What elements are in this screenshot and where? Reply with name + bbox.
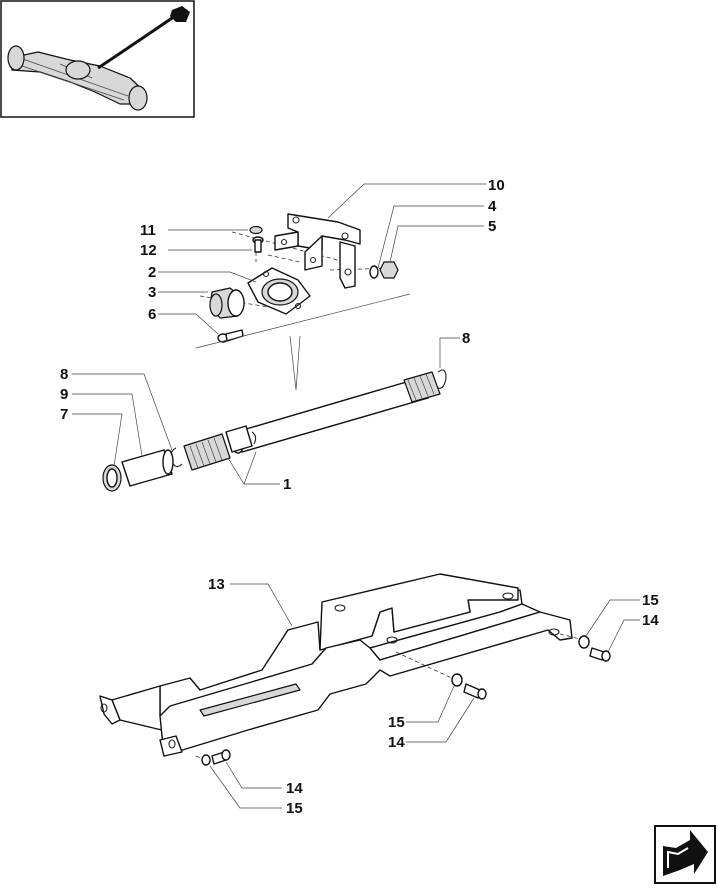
washer-part-11 <box>249 225 263 235</box>
shaft-part-1 <box>183 371 441 471</box>
washer-part-15-left <box>201 754 211 766</box>
axle-assembly-thumbnail[interactable] <box>0 0 195 118</box>
callout-3: 3 <box>148 284 156 301</box>
bolt-part-14-middle <box>463 683 487 700</box>
next-page-arrow-icon[interactable] <box>654 825 716 884</box>
washer-part-15-right <box>578 635 590 649</box>
callout-10: 10 <box>488 177 505 194</box>
bracket-part-10 <box>274 213 361 289</box>
guard-part-13 <box>99 573 585 761</box>
callout-13: 13 <box>208 576 225 593</box>
callout-12: 12 <box>140 242 157 259</box>
callout-14-middle: 14 <box>388 734 405 751</box>
callout-15-right: 15 <box>642 592 659 609</box>
shaft-assembly <box>102 369 447 492</box>
callout-14-left: 14 <box>286 780 303 797</box>
callout-2: 2 <box>148 264 156 281</box>
bolt-part-14-left <box>211 749 231 765</box>
bolt-part-12 <box>252 236 264 253</box>
leader-lines <box>72 183 640 809</box>
sleeve-part-9 <box>121 449 174 487</box>
flange-part-2 <box>247 267 311 315</box>
washer-part-15-middle <box>451 673 463 687</box>
bolt-part-6 <box>217 329 244 343</box>
bolt-part-14-right <box>589 647 611 662</box>
upper-assembly <box>195 213 411 391</box>
callout-7: 7 <box>60 406 68 423</box>
callout-labels: 10 4 5 11 12 2 3 6 8 8 9 7 1 13 15 14 15… <box>60 177 659 817</box>
callout-1: 1 <box>283 476 291 493</box>
sleeve-part-7 <box>102 464 122 492</box>
snap-ring-part-8-right <box>437 369 447 389</box>
washer-part-4 <box>369 265 379 279</box>
callout-14-right: 14 <box>642 612 659 629</box>
callout-5: 5 <box>488 218 496 235</box>
bushing-part-3 <box>209 287 245 319</box>
callout-15-left: 15 <box>286 800 303 817</box>
callout-11: 11 <box>140 222 156 239</box>
callout-4: 4 <box>488 198 497 215</box>
callout-6: 6 <box>148 306 156 323</box>
nut-part-5 <box>379 261 399 279</box>
callout-15-middle: 15 <box>388 714 405 731</box>
callout-8-right: 8 <box>462 330 470 347</box>
callout-9: 9 <box>60 386 68 403</box>
callout-8-left: 8 <box>60 366 68 383</box>
